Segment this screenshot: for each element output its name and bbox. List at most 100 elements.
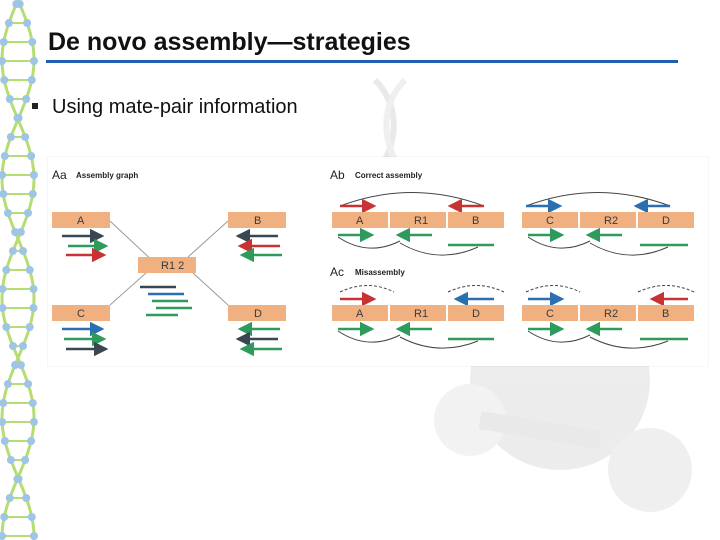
ab-seg-c-label: C: [546, 215, 554, 227]
ac-broken-link-3: [525, 285, 581, 293]
ab-seg-b: [448, 212, 504, 228]
dna-bead: [3, 380, 12, 388]
dna-bead: [0, 76, 9, 84]
panel-aa-title: Assembly graph: [76, 171, 138, 180]
dna-bead: [3, 209, 12, 217]
ac-seg-a-label: A: [356, 308, 364, 320]
contig-d: [228, 305, 286, 321]
dna-bead: [0, 418, 7, 426]
dna-bead: [28, 38, 37, 46]
dna-bead: [27, 152, 36, 160]
dna-bead: [29, 171, 38, 179]
ac-seg-d-label: D: [472, 308, 480, 320]
dna-bead: [8, 247, 17, 255]
dna-bead: [22, 95, 31, 103]
ac-mate-arc-4: [589, 336, 669, 349]
dna-bead: [2, 266, 11, 274]
dna-bead: [0, 437, 9, 445]
ab-seg-b-label: B: [472, 215, 479, 227]
dna-bead: [4, 19, 13, 27]
assembly-graph: A B R1 2 C D: [52, 212, 286, 357]
dna-bead: [24, 380, 33, 388]
dna-bead: [11, 361, 20, 369]
ac-broken-link-4: [637, 285, 695, 293]
ab-seg-a: [332, 212, 388, 228]
dna-bead: [6, 133, 15, 141]
ac-seg-r1-label: R1: [414, 308, 428, 320]
dna-bead: [21, 133, 30, 141]
ab-seg-r2-label: R2: [604, 215, 618, 227]
dna-bead: [13, 114, 22, 122]
panel-aa-label: Aa: [52, 168, 67, 182]
dna-bead: [29, 285, 38, 293]
ab-mate-arc-2: [399, 242, 479, 256]
dna-bead: [24, 209, 33, 217]
panel-ab-label: Ab: [330, 168, 345, 182]
contig-b: [228, 212, 286, 228]
panel-ab-title: Correct assembly: [355, 171, 423, 180]
contig-a-label: A: [77, 215, 85, 227]
dna-bead: [25, 323, 34, 331]
dna-bead: [0, 304, 7, 312]
dna-bead: [23, 19, 32, 27]
ab-mate-arc-3: [527, 236, 591, 249]
ac-seg-r2: [580, 305, 636, 321]
ab-seg-d-label: D: [662, 215, 670, 227]
bullet-item: Using mate-pair information: [32, 96, 298, 119]
ab-seg-d: [638, 212, 694, 228]
dna-bead: [0, 513, 9, 521]
dna-bead: [27, 437, 36, 445]
dna-bead: [13, 475, 22, 483]
dna-bead: [5, 95, 14, 103]
ac-broken-link-1: [339, 285, 395, 293]
ac-mate-arc-2: [399, 336, 479, 349]
slide-title: De novo assembly—strategies: [48, 28, 411, 56]
contig-c-label: C: [77, 308, 85, 320]
ac-seg-a: [332, 305, 388, 321]
dna-bead: [0, 190, 8, 198]
contig-d-label: D: [254, 308, 262, 320]
dna-bead: [0, 285, 7, 293]
graph-edge-b-r: [187, 220, 229, 258]
panel-ac-label: Ac: [330, 265, 344, 279]
ab-seg-r1: [390, 212, 446, 228]
dna-bead: [19, 247, 28, 255]
dna-bead: [2, 323, 11, 331]
dna-bead: [0, 152, 9, 160]
dna-bead: [28, 399, 37, 407]
mate-pair-figure: Aa Assembly graph Ab Correct assembly Ac…: [48, 157, 708, 366]
square-bullet-icon: [32, 102, 38, 109]
ab-seg-c: [522, 212, 578, 228]
dna-strand-decoration: [0, 0, 38, 540]
ab-mate-arc-4: [589, 242, 669, 256]
dna-bead: [29, 418, 38, 426]
ac-seg-b-label: B: [662, 308, 669, 320]
dna-bead: [0, 532, 7, 540]
misassembly: A R1 D C R2 B: [332, 285, 695, 349]
ac-seg-b: [638, 305, 694, 321]
repeat-r12: [138, 257, 196, 273]
dna-bead: [16, 228, 25, 236]
mate-link-arc: [339, 192, 485, 207]
graph-edge-d-r: [192, 272, 229, 306]
dna-bead: [0, 57, 7, 65]
graph-edge-a-r: [109, 220, 157, 265]
ac-mate-arc-3: [527, 330, 591, 343]
dna-bead: [0, 171, 7, 179]
dna-bead: [29, 304, 38, 312]
dna-bead: [5, 494, 14, 502]
ab-seg-r2: [580, 212, 636, 228]
dna-bead: [0, 38, 8, 46]
dna-bead: [8, 342, 17, 350]
dna-bead: [27, 76, 36, 84]
ac-broken-link-2: [447, 285, 505, 293]
contig-b-label: B: [254, 215, 261, 227]
ab-seg-a-label: A: [356, 215, 364, 227]
ab-mate-arc-1: [337, 236, 401, 249]
dna-bead: [29, 532, 38, 540]
contig-a: [52, 212, 110, 228]
ac-seg-d: [448, 305, 504, 321]
mate-link-arc-2: [525, 192, 671, 207]
dna-bead: [12, 0, 21, 8]
repeat-r12-label: R1 2: [161, 260, 184, 272]
